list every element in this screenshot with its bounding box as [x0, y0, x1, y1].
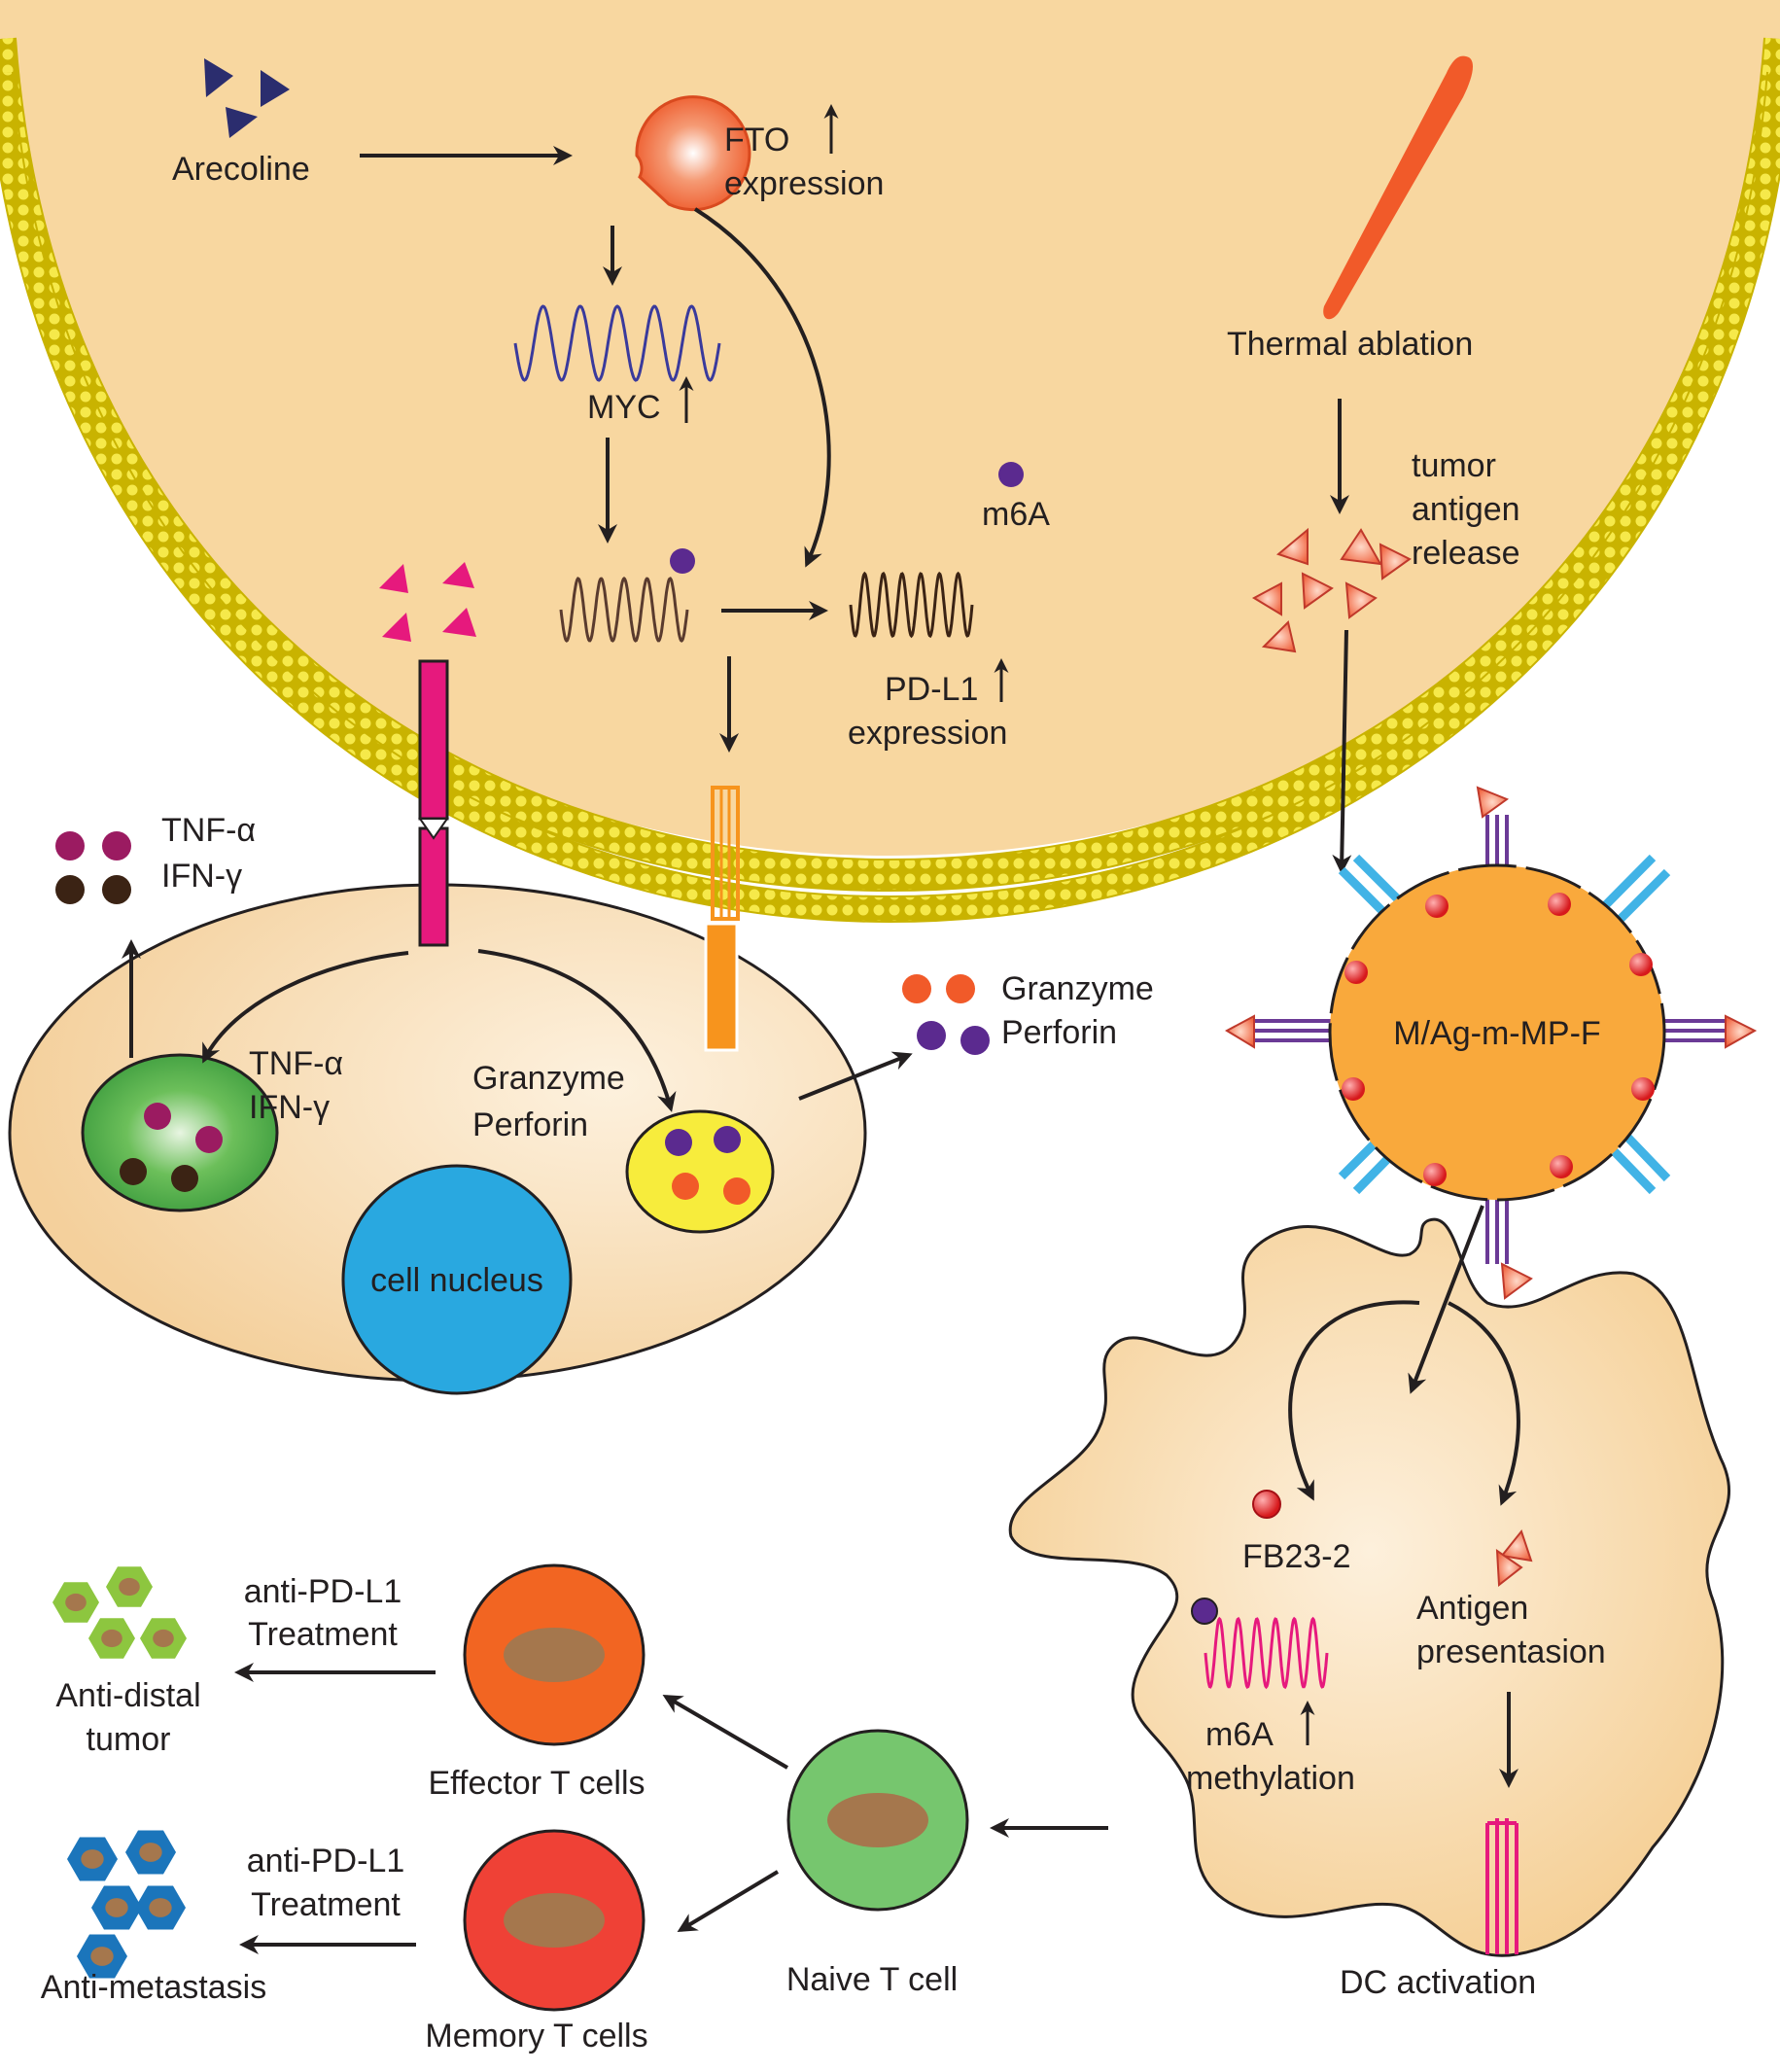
arrow: [1332, 629, 1352, 874]
m6a-methylation-label: m6A: [1205, 1716, 1274, 1753]
arrow: [677, 1870, 780, 1933]
m6a-methylation-label: methylation: [1186, 1760, 1355, 1797]
tumor-antigen-label: release: [1412, 535, 1520, 572]
arrow: [477, 949, 677, 1112]
tumor-cell: [0, 0, 1780, 924]
antigen-label: Antigen: [1416, 1590, 1528, 1627]
tnf-dot-icon: [195, 1126, 223, 1153]
arrow: [662, 1694, 789, 1770]
m6a-dot-icon: [670, 548, 695, 574]
fto-protein-icon: [635, 95, 751, 212]
fb23-bead-icon: [1252, 1490, 1281, 1519]
laser-needle-icon: [1323, 55, 1474, 320]
myc-label: MYC: [587, 389, 661, 426]
pdl1-mrna-icon: [849, 571, 974, 639]
pdl1-expression-label: expression: [848, 715, 1007, 752]
nanoparticle: [1224, 786, 1758, 1300]
granzyme-perforin-dots: [902, 974, 990, 1055]
dendritic-cell: [1008, 1217, 1731, 1957]
treatment-label: Treatment: [251, 1886, 401, 1923]
arrow: [202, 951, 409, 1064]
myc-mrna-icon: [513, 304, 721, 382]
thermal-ablation-label: Thermal ablation: [1227, 326, 1473, 363]
tnf-dot-icon: [144, 1103, 171, 1130]
tumor-antigen-label: tumor: [1412, 447, 1496, 484]
antigen-icon: [1495, 1549, 1523, 1587]
memory-t-cell: [463, 1829, 646, 2012]
arecoline-label: Arecoline: [172, 151, 310, 188]
tumor-cell-core-icon: [153, 1629, 174, 1648]
anti-pdl1-label: anti-PD-L1: [244, 1573, 402, 1610]
granzyme-dot-icon: [672, 1173, 699, 1200]
metastasis-icon: [67, 1830, 186, 1979]
pdl1-label: PD-L1: [885, 671, 978, 708]
tnf-label: TNF-α: [161, 812, 256, 849]
perforin-inner-label: Perforin: [472, 1106, 588, 1143]
antigen-icon: [1500, 1528, 1533, 1563]
ifn-dot-icon: [120, 1158, 147, 1185]
naive-t-cell: [786, 1729, 969, 1912]
anti-metastasis-label: Anti-metastasis: [41, 1969, 266, 2006]
tumor-cell-core-icon: [105, 1898, 128, 1917]
anti-pdl1-label: anti-PD-L1: [247, 1843, 405, 1879]
m6a-dot-icon: [1191, 1598, 1218, 1625]
arecoline-icon: [204, 58, 290, 138]
anti-distal-label: tumor: [87, 1721, 171, 1758]
tumor-cell-core-icon: [119, 1577, 140, 1597]
antigen-presentation-label: presentasion: [1416, 1633, 1606, 1670]
perforin-dot-icon: [665, 1129, 692, 1156]
arrow: [1448, 1301, 1520, 1506]
ifn-inner-label: IFN-γ: [249, 1089, 330, 1126]
anti-distal-label: Anti-distal: [55, 1677, 200, 1714]
magenta-triangle-cluster: [379, 562, 476, 642]
treatment-label: Treatment: [248, 1616, 398, 1653]
arrow: [693, 207, 831, 568]
fto-label: FTO: [724, 122, 789, 158]
arrow: [798, 1051, 913, 1101]
granzyme-dot-icon: [723, 1177, 750, 1205]
ifn-dot-icon: [171, 1165, 198, 1192]
cytotoxic-granule: [625, 1109, 775, 1234]
tnf-inner-label: TNF-α: [249, 1045, 343, 1082]
dc-activation-label: DC activation: [1340, 1964, 1536, 2001]
pdl1-receptor: [704, 786, 740, 1052]
ifn-label: IFN-γ: [161, 858, 242, 895]
effector-t-cell: [463, 1563, 646, 1746]
cell-nucleus: [341, 1164, 573, 1395]
granzyme-inner-label: Granzyme: [472, 1060, 625, 1097]
tumor-cell-core-icon: [81, 1849, 104, 1869]
m6a-dot-icon: [998, 462, 1024, 487]
tumor-cell-core-icon: [139, 1843, 162, 1862]
tumor-antigen-cluster: [1251, 527, 1412, 653]
tumor-cell-core-icon: [65, 1593, 87, 1612]
cytokine-dots: [55, 831, 131, 904]
memory-label: Memory T cells: [425, 2018, 647, 2054]
fto-expression-label: expression: [724, 165, 884, 202]
tumor-cell-core-icon: [90, 1947, 114, 1966]
effector-label: Effector T cells: [429, 1765, 646, 1802]
m6a-methylation-mrna-icon: [1204, 1616, 1329, 1690]
arrow: [1288, 1300, 1420, 1501]
nanoparticle-label: M/Ag-m-MP-F: [1393, 1015, 1600, 1052]
m6a-label: m6A: [982, 496, 1050, 533]
tumor-cell-core-icon: [149, 1898, 172, 1917]
mhc-receptor-icon: [1485, 1818, 1518, 1954]
fb23-label: FB23-2: [1242, 1538, 1351, 1575]
pd1-receptor: [418, 659, 449, 947]
granzyme-label: Granzyme: [1001, 970, 1154, 1007]
tumor-antigen-label: antigen: [1412, 491, 1520, 528]
perforin-dot-icon: [714, 1126, 741, 1153]
methylated-mrna-icon: [559, 577, 689, 643]
cell-nucleus-label: cell nucleus: [370, 1262, 543, 1299]
distal-tumor-icon: [52, 1566, 187, 1659]
perforin-label: Perforin: [1001, 1014, 1117, 1051]
naive-label: Naive T cell: [786, 1961, 958, 1998]
tumor-cell-core-icon: [101, 1629, 122, 1648]
arrow: [1408, 1205, 1484, 1394]
